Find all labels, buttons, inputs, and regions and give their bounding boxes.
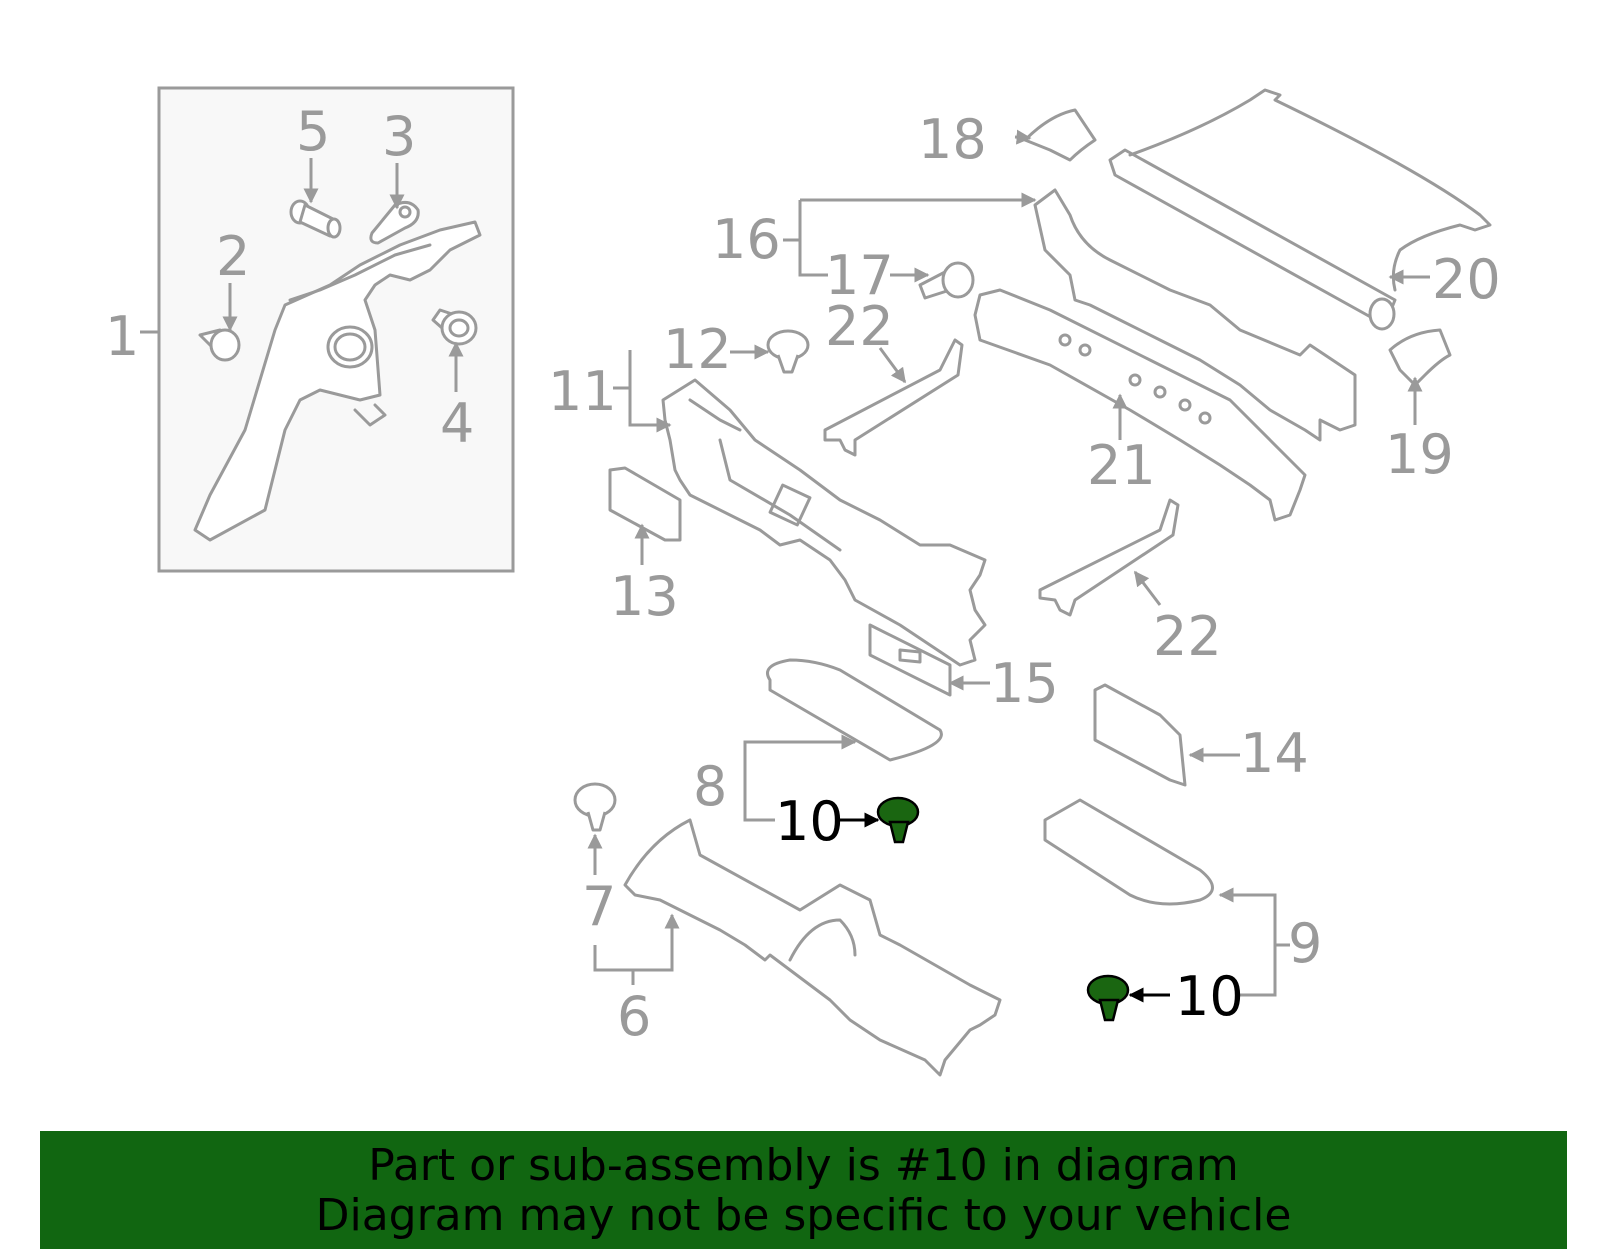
callout-12: 12 xyxy=(663,318,732,381)
callout-6: 6 xyxy=(617,985,651,1048)
callout-11: 11 xyxy=(548,360,617,423)
part-22-bracket-lower xyxy=(1038,498,1180,617)
info-banner: Part or sub-assembly is #10 in diagram D… xyxy=(40,1131,1567,1249)
part-11-back-panel xyxy=(661,378,987,667)
part-10-clip-lower xyxy=(1086,974,1130,1022)
callout-14: 14 xyxy=(1240,722,1309,785)
part-7-clip xyxy=(573,782,617,832)
callout-19: 19 xyxy=(1385,423,1454,486)
part-6-sill xyxy=(623,818,1002,1077)
part-20-cover xyxy=(1108,88,1492,331)
banner-line-2: Diagram may not be specific to your vehi… xyxy=(315,1190,1292,1241)
callout-7: 7 xyxy=(582,875,616,938)
callout-20: 20 xyxy=(1432,248,1501,311)
callout-21: 21 xyxy=(1087,434,1156,497)
callout-22-lower: 22 xyxy=(1153,605,1222,668)
callout-13: 13 xyxy=(610,565,679,628)
part-12-clip xyxy=(766,329,810,374)
callout-1: 1 xyxy=(105,305,139,368)
callout-16: 16 xyxy=(712,208,781,271)
banner-line-1: Part or sub-assembly is #10 in diagram xyxy=(368,1140,1239,1191)
part-10-clip-upper xyxy=(876,796,920,844)
callout-22-upper: 22 xyxy=(825,295,894,358)
callout-9: 9 xyxy=(1288,912,1322,975)
callout-5: 5 xyxy=(296,100,330,163)
part-17-clip xyxy=(918,261,975,300)
part-19-cap xyxy=(1388,328,1452,387)
inset-box-part-1 xyxy=(157,86,515,573)
part-13-pad xyxy=(608,466,682,542)
callout-17: 17 xyxy=(825,244,894,307)
callout-3: 3 xyxy=(382,105,416,168)
part-16-panel xyxy=(1033,188,1357,442)
callout-8: 8 xyxy=(693,755,727,818)
callout-18: 18 xyxy=(918,108,987,171)
callout-2: 2 xyxy=(216,225,250,288)
part-18-cap xyxy=(1023,108,1097,162)
part-14-pad xyxy=(1093,683,1187,787)
callout-10-upper: 10 xyxy=(775,790,844,853)
callout-10-lower: 10 xyxy=(1175,965,1244,1028)
part-8-board xyxy=(766,658,943,762)
callout-4: 4 xyxy=(440,392,474,455)
part-22-bracket-upper xyxy=(823,338,964,457)
part-3-bracket xyxy=(369,200,420,245)
part-9-board xyxy=(1043,798,1214,906)
callout-15: 15 xyxy=(990,652,1059,715)
leader-lines xyxy=(587,129,1430,997)
part-5-bolt xyxy=(289,199,342,239)
part-21-member xyxy=(973,288,1307,522)
